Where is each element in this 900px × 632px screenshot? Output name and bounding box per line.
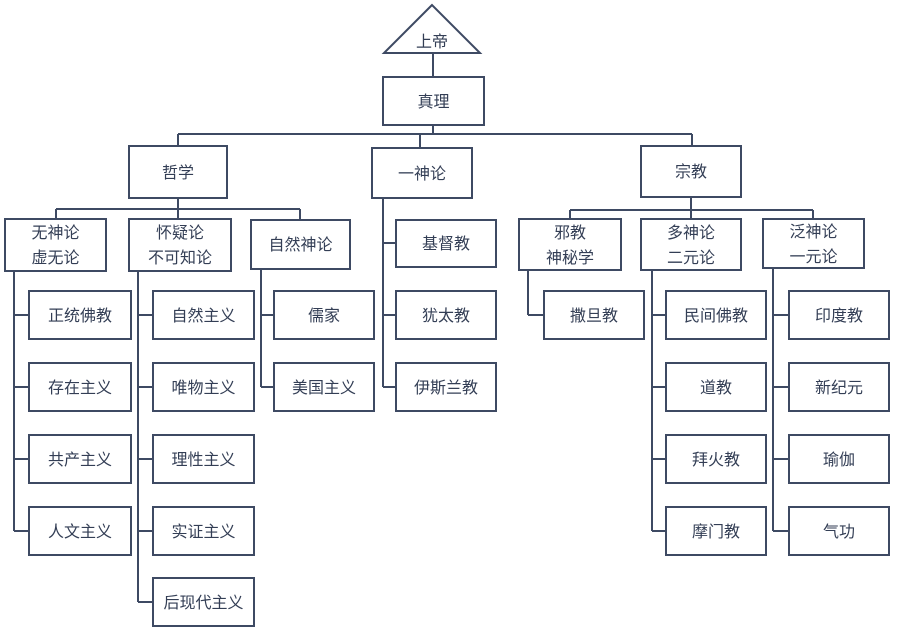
node-truth: 真理 <box>382 76 485 126</box>
node-yoga: 瑜伽 <box>788 434 890 484</box>
node-cult-mysticism: 邪教 神秘学 <box>518 218 622 271</box>
node-humanism: 人文主义 <box>28 506 132 556</box>
node-materialism: 唯物主义 <box>152 362 255 412</box>
node-atheism-nihilism: 无神论 虚无论 <box>4 218 107 272</box>
node-polytheism-dualism: 多神论 二元论 <box>640 218 742 271</box>
node-islam: 伊斯兰教 <box>395 362 497 412</box>
node-religion: 宗教 <box>640 145 742 198</box>
node-christianity: 基督教 <box>395 219 497 268</box>
node-confucianism: 儒家 <box>273 290 375 340</box>
node-skepticism-agnosticism: 怀疑论 不可知论 <box>128 218 232 272</box>
node-deism: 自然神论 <box>250 219 351 270</box>
god-triangle <box>381 3 483 54</box>
node-new-age: 新纪元 <box>788 362 890 412</box>
node-rationalism: 理性主义 <box>152 434 255 484</box>
node-satanism: 撒旦教 <box>543 290 645 340</box>
node-monotheism: 一神论 <box>371 147 473 199</box>
node-zoroastrianism: 拜火教 <box>665 434 767 484</box>
node-americanism: 美国主义 <box>273 362 375 412</box>
node-god: 上帝 <box>415 32 448 51</box>
node-qigong: 气功 <box>788 506 890 556</box>
node-existentialism: 存在主义 <box>28 362 132 412</box>
node-communism: 共产主义 <box>28 434 132 484</box>
node-positivism: 实证主义 <box>152 506 255 556</box>
node-hinduism: 印度教 <box>788 290 890 340</box>
node-judaism: 犹太教 <box>395 290 497 340</box>
node-orthodox-buddhism: 正统佛教 <box>28 290 132 340</box>
node-pantheism-monism: 泛神论 一元论 <box>762 218 865 269</box>
node-taoism: 道教 <box>665 362 767 412</box>
node-philosophy: 哲学 <box>128 145 228 199</box>
node-mormonism: 摩门教 <box>665 506 767 556</box>
node-naturalism: 自然主义 <box>152 290 255 340</box>
node-postmodernism: 后现代主义 <box>152 577 255 627</box>
node-folk-buddhism: 民间佛教 <box>665 290 767 340</box>
